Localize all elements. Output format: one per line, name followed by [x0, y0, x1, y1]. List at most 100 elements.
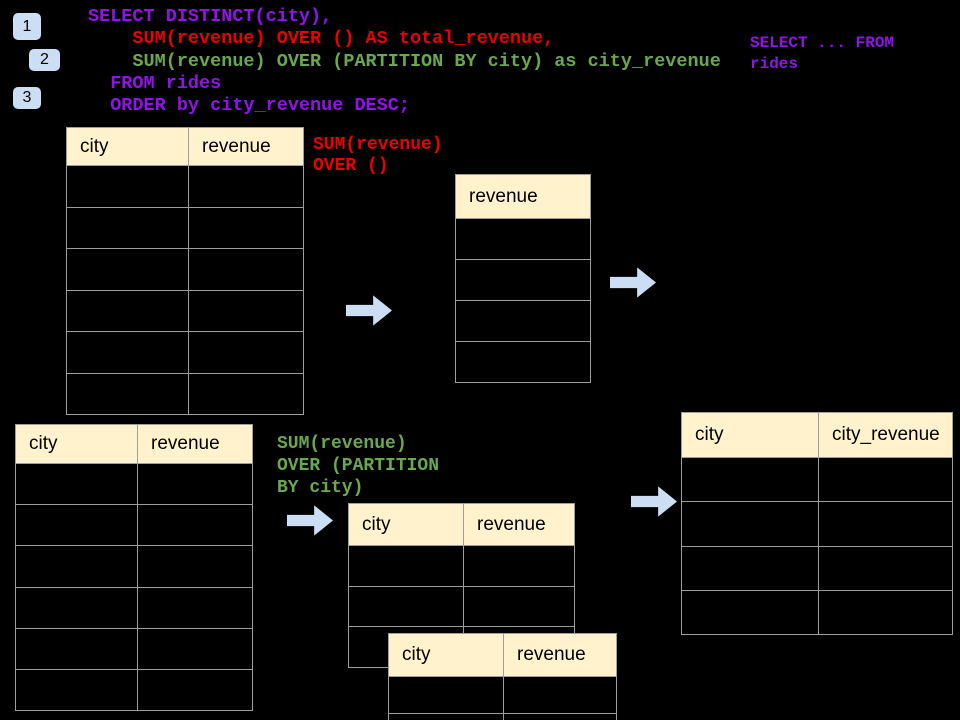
table-cell: [188, 332, 303, 373]
table-header-row: city revenue: [16, 425, 252, 463]
column-header-city: city: [80, 135, 109, 157]
table-body: [456, 218, 590, 382]
column-header-revenue: revenue: [469, 185, 538, 207]
table-cell: [137, 464, 252, 505]
table-cell: [188, 249, 303, 290]
table-body: [389, 676, 616, 720]
table-cell: [188, 166, 303, 207]
table-row: [67, 248, 303, 290]
step-badge-label: 1: [22, 17, 32, 35]
step-badge-label: 2: [40, 51, 49, 68]
table-row: [682, 589, 952, 634]
note-line: SELECT ... FROM: [750, 34, 895, 52]
table-row: [456, 341, 590, 382]
column-header-revenue: revenue: [463, 504, 574, 545]
table-row: [67, 165, 303, 207]
table-cell: [67, 249, 188, 290]
table-cell: [16, 588, 137, 628]
table-cell: [818, 546, 952, 590]
column-header-revenue: revenue: [137, 425, 252, 463]
table-cell: [67, 374, 188, 415]
column-header-city: city: [362, 513, 391, 535]
table-cell: [503, 677, 616, 713]
column-header-revenue: revenue: [188, 128, 303, 165]
table-cell: [137, 505, 252, 546]
table-row: [67, 372, 303, 415]
table-row: [389, 676, 616, 713]
select-from-rides-note: SELECT ... FROM rides: [750, 33, 894, 75]
table-cell: [818, 502, 952, 546]
table-row: [67, 289, 303, 331]
table-cell: [137, 669, 252, 711]
table-header-row: city revenue: [389, 634, 616, 676]
annotation-line: OVER (): [313, 156, 389, 176]
table-row: [349, 585, 574, 627]
step-badge-3: 3: [13, 87, 41, 109]
table-row: [16, 668, 252, 711]
table-cell: [463, 546, 574, 586]
table-cell: [818, 458, 952, 502]
table-row: [16, 545, 252, 587]
table-row: [16, 627, 252, 669]
table-cell: [456, 260, 590, 300]
table-cell: [463, 586, 574, 627]
table-cell: [456, 219, 590, 259]
arrow-right-icon: [287, 505, 333, 536]
table-row: [16, 504, 252, 546]
table-cell: [503, 714, 616, 720]
annotation-line: SUM(revenue): [277, 434, 407, 454]
table-city-revenue-result: city city_revenue: [681, 412, 953, 635]
table-cell: [137, 628, 252, 669]
sql-line: FROM rides: [88, 72, 222, 94]
table-row: [682, 501, 952, 546]
sql-query-block: SELECT DISTINCT(city), SUM(revenue) OVER…: [88, 6, 721, 117]
table-cell: [16, 546, 137, 586]
table-cell: [188, 207, 303, 248]
sql-line: SELECT DISTINCT(city),: [88, 6, 333, 27]
step-badge-1: 1: [13, 13, 41, 40]
note-line: rides: [750, 55, 799, 73]
table-partition-group-1: city revenue: [348, 503, 575, 668]
column-header-revenue: revenue: [503, 634, 616, 676]
table-cell: [67, 166, 188, 207]
sql-line: SUM(revenue) OVER () AS total_revenue,: [88, 28, 555, 50]
table-cell: [682, 502, 818, 545]
table-row: [456, 218, 590, 259]
table-row: [389, 713, 616, 720]
table-row: [67, 206, 303, 249]
table-cell: [16, 629, 137, 669]
table-row: [67, 331, 303, 373]
table-total-revenue: revenue: [455, 174, 591, 383]
annotation-sum-over-total: SUM(revenue) OVER (): [313, 135, 443, 177]
column-header-city: city: [695, 424, 724, 445]
table-cell: [16, 464, 137, 504]
table-cell: [137, 546, 252, 587]
table-cell: [67, 208, 188, 249]
table-source-rides-bottom: city revenue: [15, 424, 253, 711]
table-cell: [16, 505, 137, 545]
table-cell: [682, 458, 818, 501]
table-cell: [137, 587, 252, 628]
table-cell: [67, 332, 188, 373]
table-row: [456, 259, 590, 300]
arrow-right-icon: [610, 267, 656, 298]
table-row: [682, 457, 952, 502]
arrow-right-icon: [631, 486, 677, 517]
sql-line: ORDER by city_revenue DESC;: [88, 95, 410, 117]
table-row: [456, 300, 590, 341]
table-cell: [389, 677, 503, 713]
step-badge-2: 2: [29, 49, 60, 71]
column-header-city: city: [402, 644, 431, 665]
table-source-rides-top: city revenue: [66, 127, 304, 415]
table-cell: [456, 301, 590, 341]
table-header-row: city city_revenue: [682, 413, 952, 457]
table-header-row: city revenue: [349, 504, 574, 545]
table-body: [16, 463, 252, 711]
table-cell: [188, 290, 303, 331]
table-cell: [389, 714, 503, 720]
table-row: [16, 463, 252, 505]
annotation-line: OVER (PARTITION: [277, 456, 440, 476]
table-header-row: revenue: [456, 175, 590, 218]
table-cell: [349, 587, 463, 627]
